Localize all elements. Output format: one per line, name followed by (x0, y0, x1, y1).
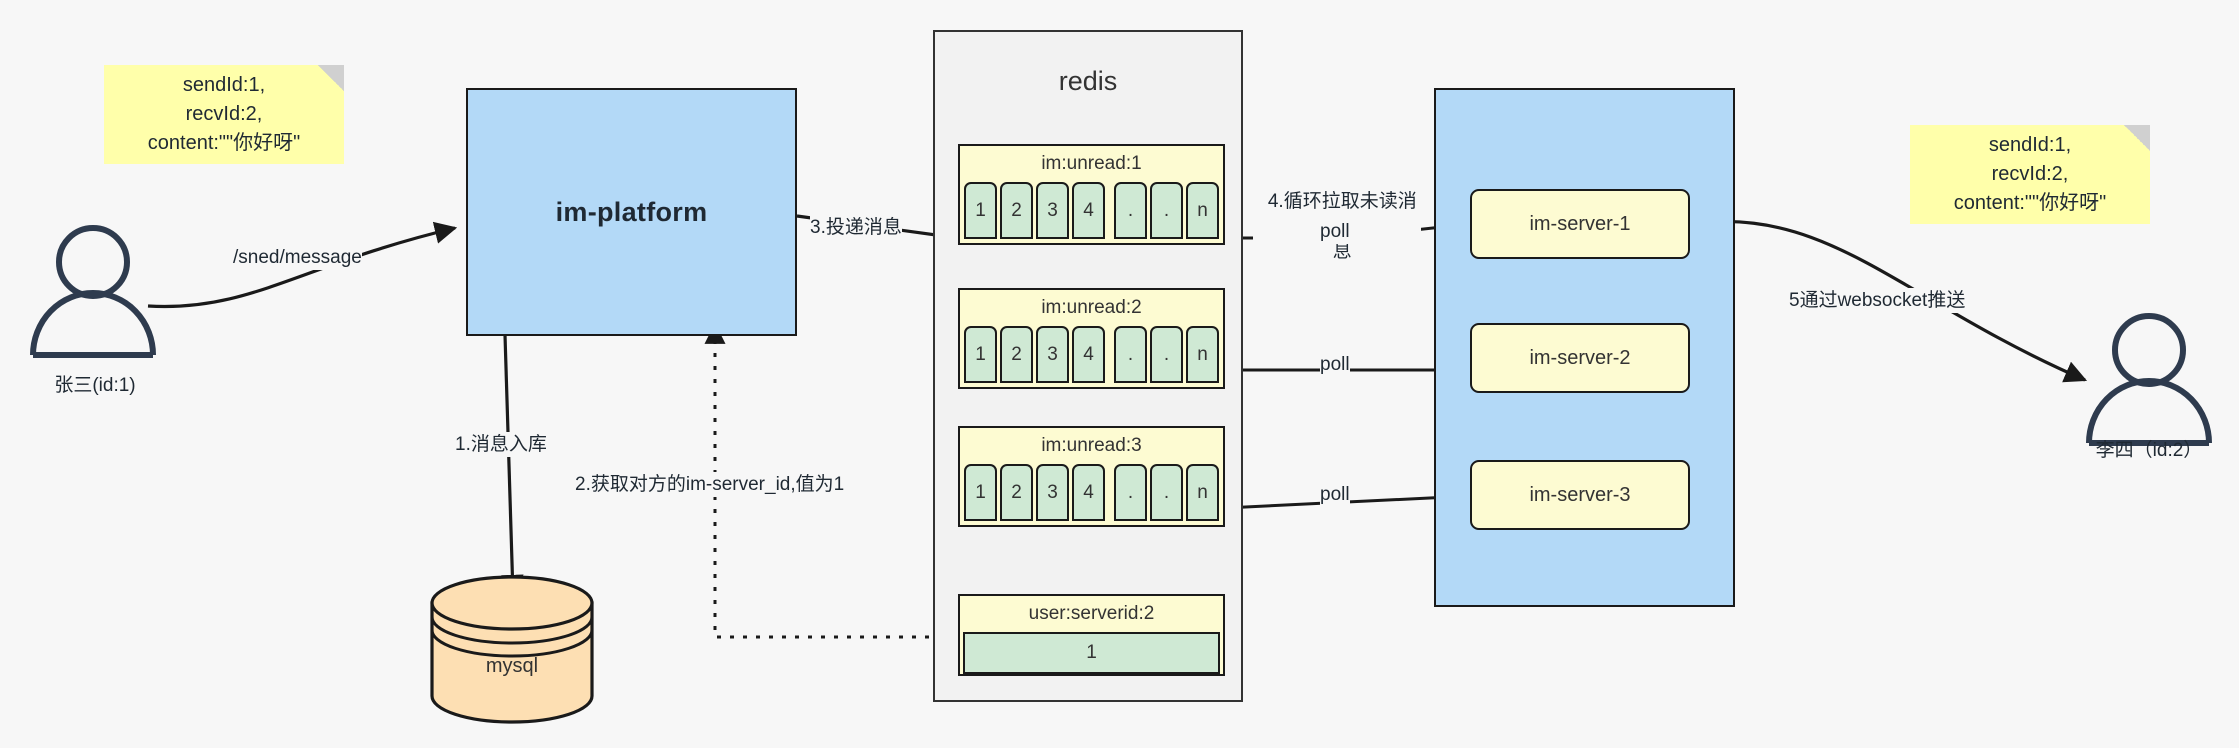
note-right-line3: content:""你好呀" (1953, 192, 2107, 214)
receiver-actor-label: 李四（id:2） (2095, 440, 2203, 461)
list-cell: 3 (1036, 326, 1069, 383)
list-cell: . (1150, 326, 1183, 383)
node-im-platform-label: im-platform (555, 196, 708, 227)
receiver-actor-icon (2086, 313, 2212, 446)
edge-label-poll-3: poll (1320, 482, 1350, 507)
list-cell: 3 (1036, 464, 1069, 521)
redis-list-3-cells: 1 2 3 4 . . n (960, 464, 1223, 525)
list-cell: . (1150, 182, 1183, 239)
list-cell: . (1150, 464, 1183, 521)
node-im-server-3-label: im-server-3 (1529, 483, 1631, 506)
list-cell: 4 (1072, 464, 1105, 521)
list-cell: n (1186, 464, 1219, 521)
redis-list-2-key: im:unread:2 (960, 290, 1223, 326)
node-im-server-2-label: im-server-2 (1529, 346, 1631, 369)
node-redis-title: redis (1058, 66, 1118, 96)
edge-label-send-message: /sned/message (233, 245, 362, 270)
sender-actor-label: 张三(id:1) (54, 375, 136, 396)
redis-list-1-key: im:unread:1 (960, 146, 1223, 182)
list-cell: 4 (1072, 182, 1105, 239)
edge-send-message (147, 221, 458, 309)
redis-list-2-cells: 1 2 3 4 . . n (960, 326, 1223, 387)
sender-actor-icon (30, 225, 156, 358)
list-cell: 2 (1000, 464, 1033, 521)
note-fold-corner (318, 65, 344, 91)
note-left-line1: sendId:1, (182, 74, 266, 96)
redis-kv-value: 1 (963, 632, 1220, 674)
edge-label-poll-2: poll (1320, 352, 1350, 377)
edge-label-step2: 2.获取对方的im-server_id,值为1 (575, 472, 845, 497)
list-cell: 4 (1072, 326, 1105, 383)
redis-kv-user-serverid[interactable]: user:serverid:2 1 (958, 594, 1225, 676)
node-im-server-1-label: im-server-1 (1529, 212, 1631, 235)
redis-list-im-unread-2[interactable]: im:unread:2 1 2 3 4 . . n (958, 288, 1225, 389)
list-cell: . (1114, 464, 1147, 521)
list-cell: . (1114, 326, 1147, 383)
edge-label-step1: 1.消息入库 (455, 432, 547, 457)
note-fold-corner (2124, 125, 2150, 151)
list-cell: 2 (1000, 326, 1033, 383)
edge-label-step4: 4.循环拉取未读消 息 (1253, 164, 1421, 264)
redis-list-1-cells: 1 2 3 4 . . n (960, 182, 1223, 243)
mysql-text: mysql (485, 655, 539, 677)
node-im-server-2[interactable]: im-server-2 (1470, 323, 1690, 393)
list-cell: n (1186, 182, 1219, 239)
edge-label-poll-1: poll (1320, 219, 1350, 244)
node-im-server-3[interactable]: im-server-3 (1470, 460, 1690, 530)
note-right-line2: recvId:2, (1991, 163, 2069, 185)
node-mysql-label: mysql (432, 655, 592, 678)
node-im-platform[interactable]: im-platform (466, 88, 797, 336)
list-cell: . (1114, 182, 1147, 239)
list-cell: 3 (1036, 182, 1069, 239)
edge-label-step4-line1: 4.循环拉取未读消 (1267, 191, 1417, 212)
redis-list-im-unread-1[interactable]: im:unread:1 1 2 3 4 . . n (958, 144, 1225, 245)
edge-get-server-id (704, 322, 955, 639)
list-cell: 2 (1000, 182, 1033, 239)
list-cell: 1 (964, 182, 997, 239)
redis-kv-key: user:serverid:2 (1028, 603, 1155, 624)
list-cell: 1 (964, 326, 997, 383)
edge-label-step3: 3.投递消息 (810, 215, 902, 240)
note-right-line1: sendId:1, (1988, 134, 2072, 156)
note-left-message: sendId:1, recvId:2, content:""你好呀" (104, 65, 344, 164)
edge-label-step5: 5通过websocket推送 (1789, 288, 1966, 313)
list-cell: n (1186, 326, 1219, 383)
edge-websocket-push (1689, 219, 2088, 383)
node-im-server-1[interactable]: im-server-1 (1470, 189, 1690, 259)
redis-list-3-key: im:unread:3 (960, 428, 1223, 464)
redis-list-im-unread-3[interactable]: im:unread:3 1 2 3 4 . . n (958, 426, 1225, 527)
edge-label-step4-line2: 息 (1332, 241, 1352, 262)
mysql-database-icon (430, 575, 594, 724)
edge-platform-to-mysql (501, 334, 524, 598)
list-cell: 1 (964, 464, 997, 521)
note-left-line2: recvId:2, (185, 103, 263, 125)
note-right-message: sendId:1, recvId:2, content:""你好呀" (1910, 125, 2150, 224)
note-left-line3: content:""你好呀" (147, 132, 301, 154)
